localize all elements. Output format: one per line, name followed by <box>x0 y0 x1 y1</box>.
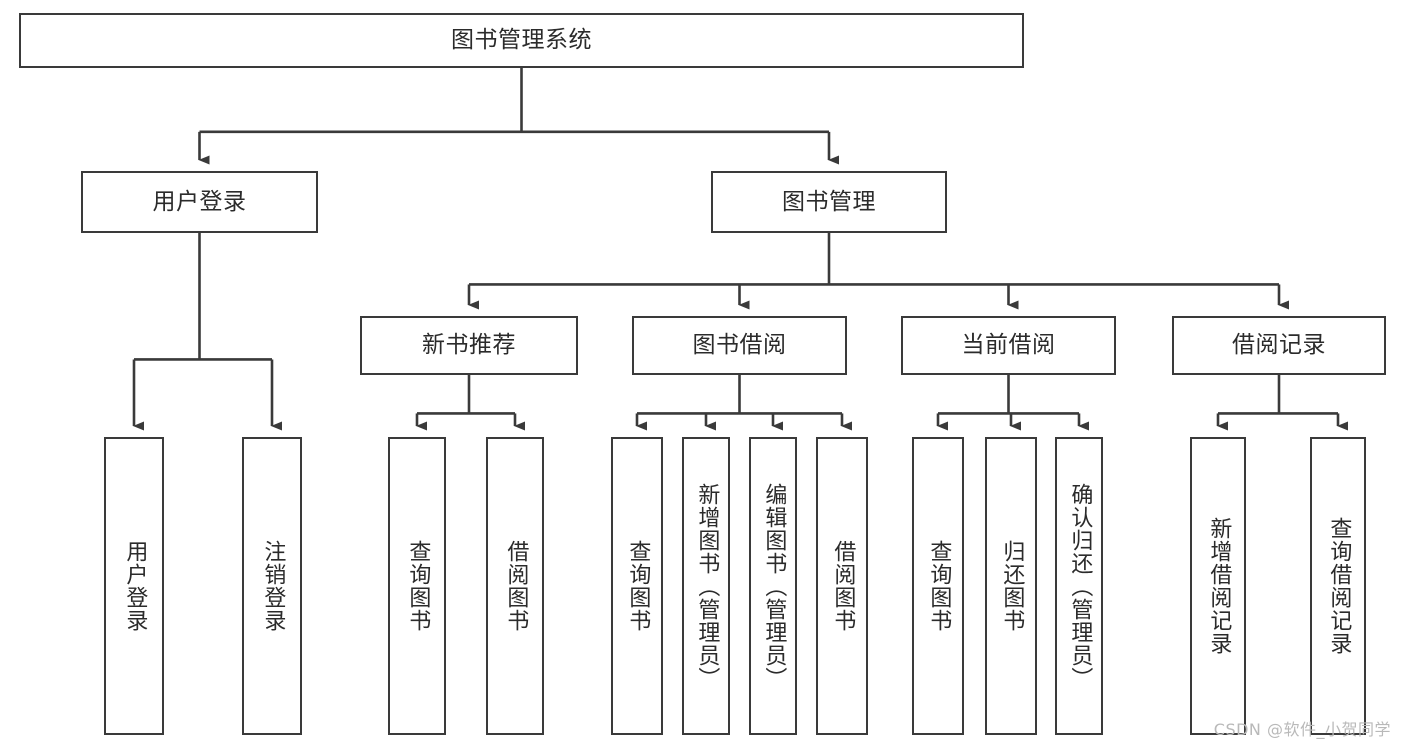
node-borrow-record[interactable]: 借阅记录 <box>1172 316 1386 375</box>
node-leaf-confirm-return[interactable]: 确认归还（管理员） <box>1055 437 1103 735</box>
node-label: 新增图书（管理员） <box>694 482 720 690</box>
node-leaf-return-book[interactable]: 归还图书 <box>985 437 1037 735</box>
node-book-borrow[interactable]: 图书借阅 <box>632 316 847 375</box>
node-leaf-add-record[interactable]: 新增借阅记录 <box>1190 437 1246 735</box>
node-leaf-query-book-rec[interactable]: 查询图书 <box>388 437 446 735</box>
node-user-login[interactable]: 用户登录 <box>81 171 318 233</box>
node-leaf-query-book-c[interactable]: 查询图书 <box>912 437 964 735</box>
node-label: 查询图书 <box>926 540 952 632</box>
node-label: 用户登录 <box>152 188 247 215</box>
node-label: 图书借阅 <box>692 332 787 359</box>
watermark-text: CSDN @软件_小贺同学 <box>1213 720 1391 739</box>
node-label: 查询借阅记录 <box>1326 517 1352 655</box>
node-label: 新增借阅记录 <box>1206 517 1232 655</box>
node-leaf-query-book-b[interactable]: 查询图书 <box>611 437 663 735</box>
node-leaf-edit-book[interactable]: 编辑图书（管理员） <box>749 437 797 735</box>
node-label: 新书推荐 <box>422 332 516 359</box>
node-leaf-borrow-book-rec[interactable]: 借阅图书 <box>486 437 544 735</box>
node-label: 查询图书 <box>405 540 431 632</box>
node-label: 借阅图书 <box>503 540 529 632</box>
node-label: 用户登录 <box>122 540 148 632</box>
node-current-borrow[interactable]: 当前借阅 <box>901 316 1116 375</box>
node-label: 图书管理系统 <box>451 27 592 54</box>
node-leaf-user-login[interactable]: 用户登录 <box>104 437 164 735</box>
node-label: 查询图书 <box>625 540 651 632</box>
node-label: 借阅记录 <box>1232 332 1326 359</box>
node-leaf-borrow-book-b[interactable]: 借阅图书 <box>816 437 868 735</box>
node-label: 归还图书 <box>999 540 1025 632</box>
node-leaf-logout[interactable]: 注销登录 <box>242 437 302 735</box>
node-label: 注销登录 <box>260 540 286 632</box>
node-new-book-rec[interactable]: 新书推荐 <box>360 316 578 375</box>
node-leaf-query-record[interactable]: 查询借阅记录 <box>1310 437 1366 735</box>
node-root[interactable]: 图书管理系统 <box>19 13 1024 68</box>
node-label: 编辑图书（管理员） <box>761 482 787 690</box>
node-leaf-add-book[interactable]: 新增图书（管理员） <box>682 437 730 735</box>
node-label: 借阅图书 <box>830 540 856 632</box>
node-label: 确认归还（管理员） <box>1067 482 1093 690</box>
node-label: 当前借阅 <box>961 332 1056 359</box>
node-book-manage[interactable]: 图书管理 <box>711 171 947 233</box>
node-label: 图书管理 <box>782 188 876 215</box>
